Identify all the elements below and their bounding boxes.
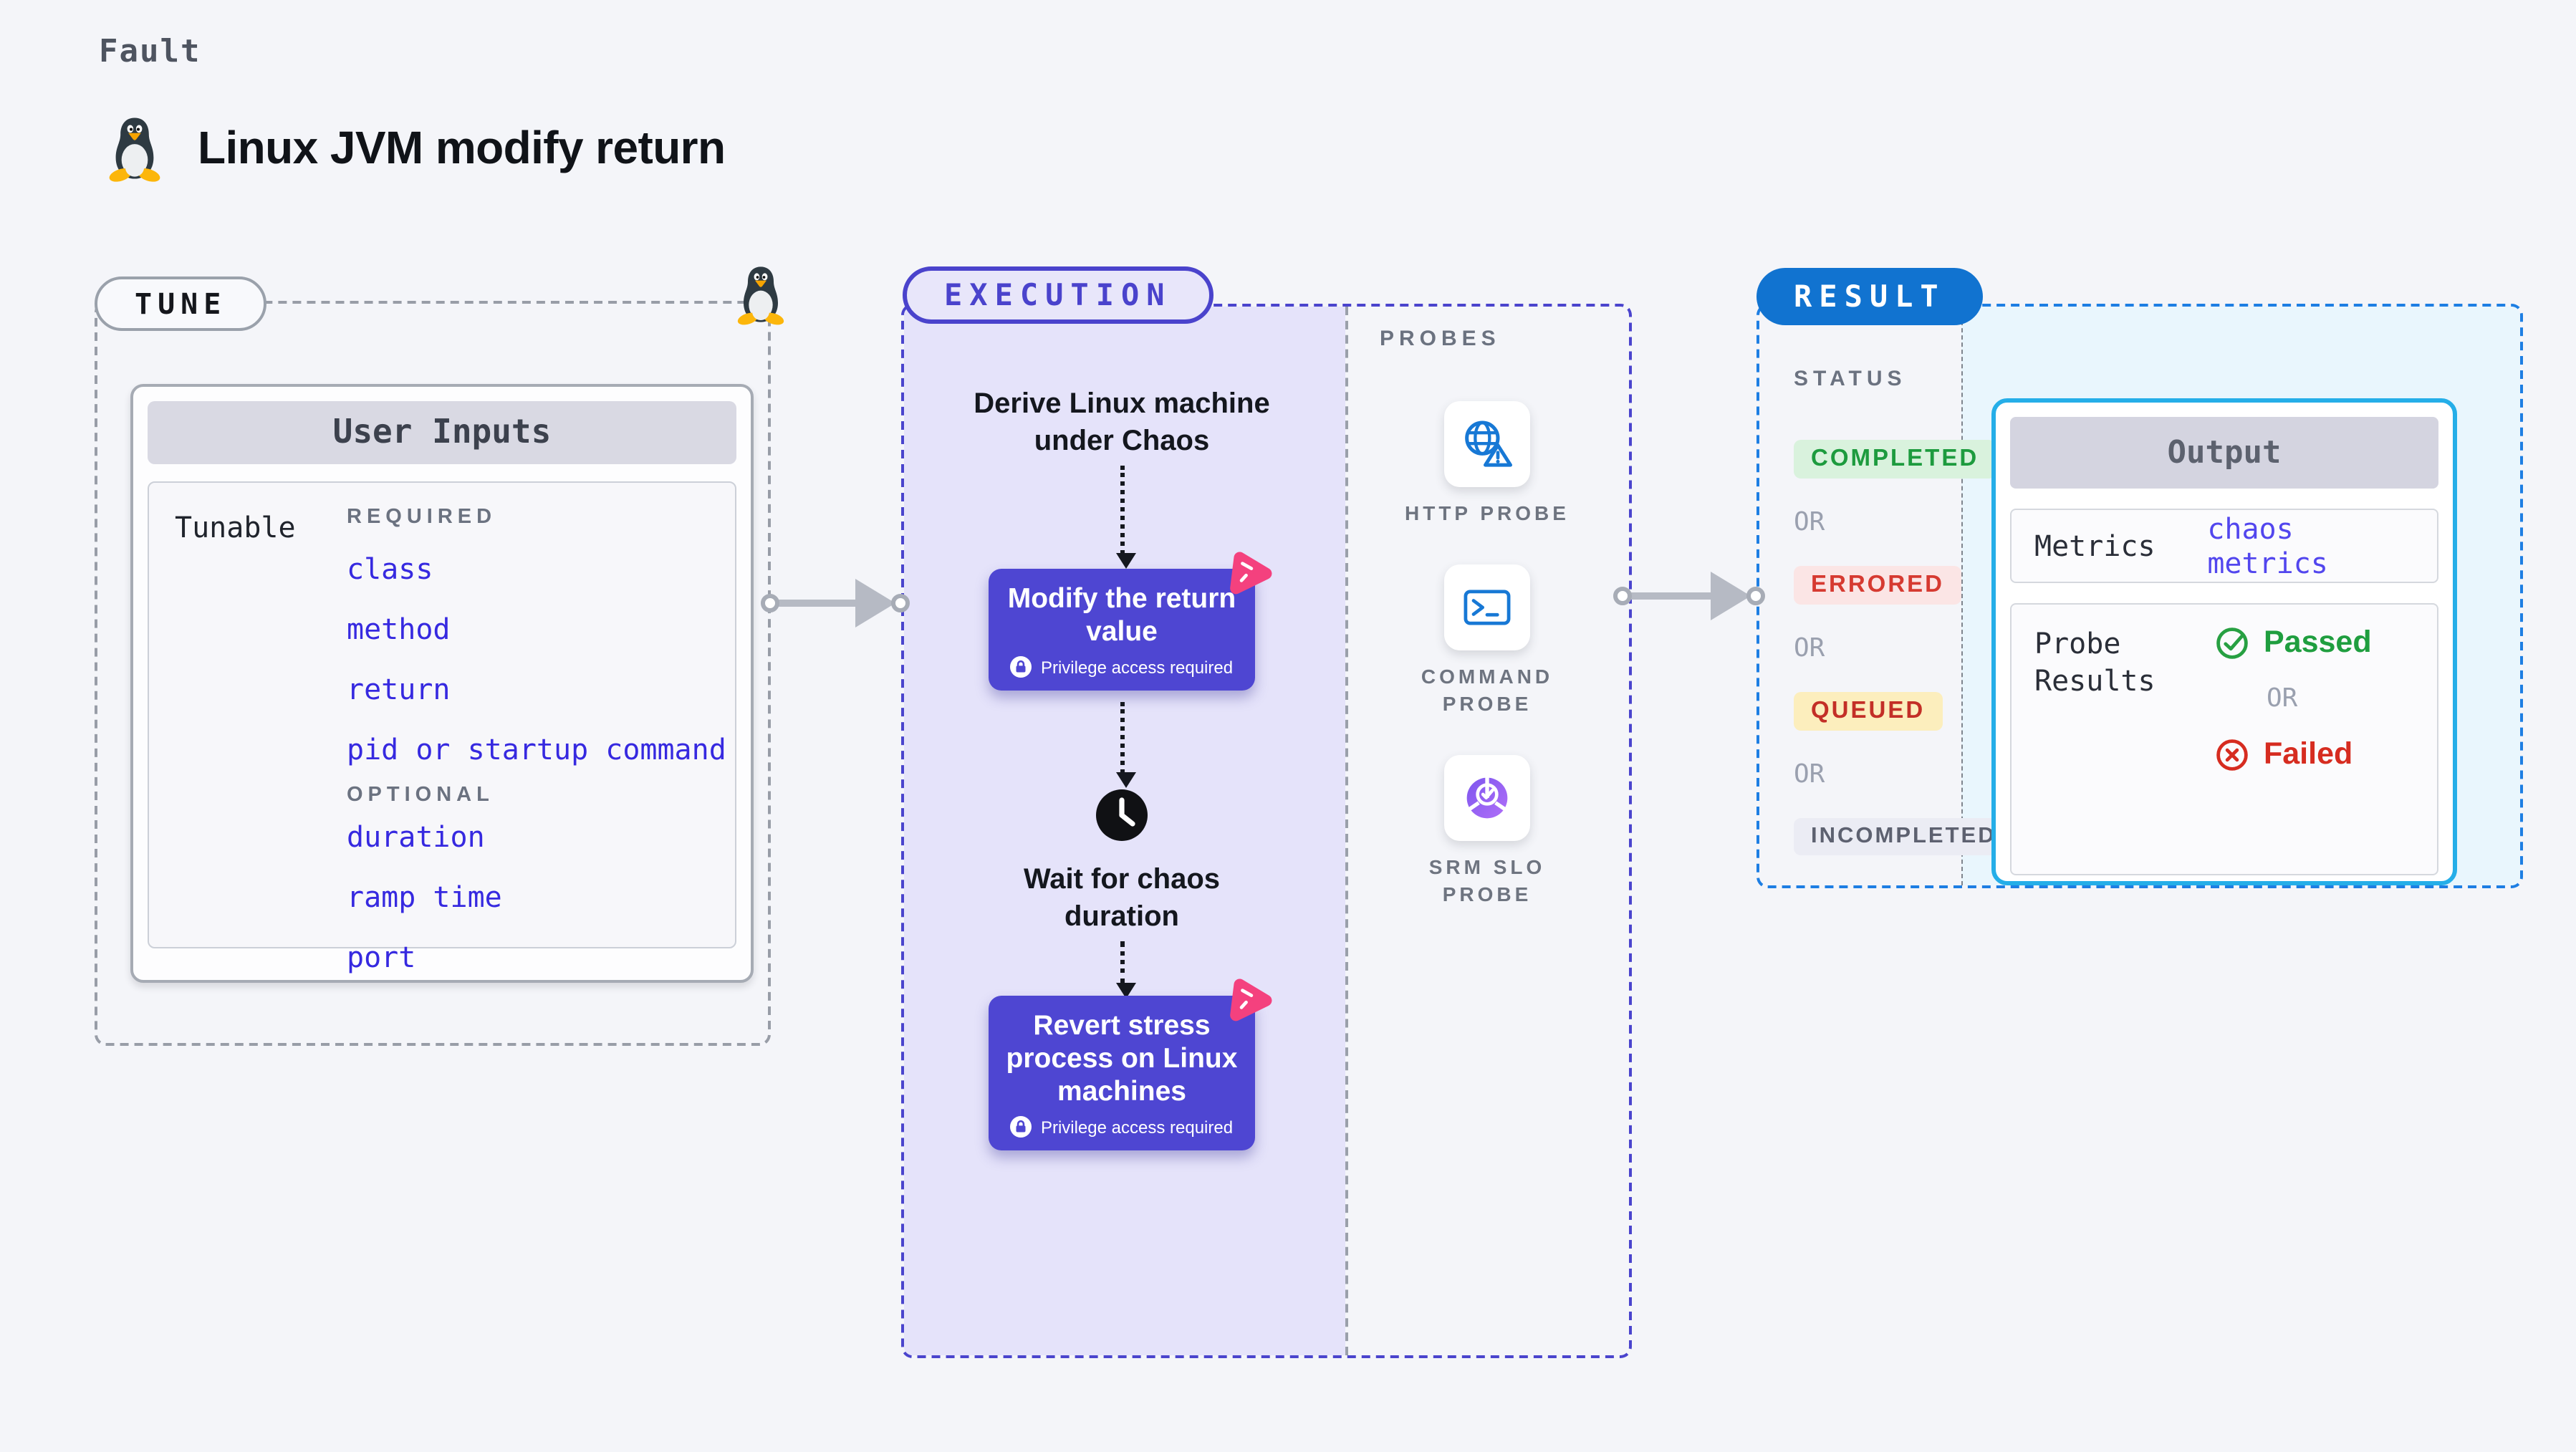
output-card: Output Metrics chaos metrics Probe Resul… (1991, 398, 2457, 885)
output-header: Output (2010, 417, 2438, 489)
privilege-note: Privilege access required (1000, 1116, 1244, 1138)
modify-return-step-box: Modify the return value Privilege access… (989, 569, 1255, 691)
tunable-item-duration: duration (347, 819, 485, 854)
privilege-note-label: Privilege access required (1040, 657, 1234, 677)
chaos-logo-icon (1221, 973, 1272, 1024)
check-circle-icon (2216, 627, 2248, 658)
connector-dot (891, 594, 910, 612)
step-title: Modify the return value (1007, 583, 1236, 648)
down-arrow-icon (1116, 941, 1136, 999)
tunable-item-return: return (347, 672, 451, 706)
globe-alert-icon (1465, 420, 1512, 467)
or-label: OR (1794, 507, 1825, 537)
status-badge-queued: QUEUED (1794, 692, 1943, 731)
arrow-line (769, 600, 858, 607)
status-label: STATUS (1794, 367, 1907, 391)
page-header: Linux JVM modify return (103, 115, 726, 182)
tux-icon (107, 117, 162, 182)
arrow-line (1622, 592, 1714, 600)
or-label: OR (1794, 759, 1825, 789)
chaos-metrics-link[interactable]: chaos metrics (2207, 511, 2328, 580)
arrow-head-icon (1711, 572, 1751, 620)
probe-results-label: Probe Results (2034, 626, 2156, 698)
down-arrow-icon (1116, 466, 1136, 569)
privilege-note-label: Privilege access required (1040, 1117, 1234, 1137)
connector-dot (1746, 587, 1765, 605)
metrics-label: Metrics (2034, 529, 2156, 563)
metrics-row: Metrics chaos metrics (2010, 509, 2438, 583)
probe-results-row: Probe Results Passed OR Failed (2010, 603, 2438, 875)
privilege-note: Privilege access required (1000, 656, 1244, 678)
x-circle-icon (2216, 739, 2248, 770)
probe-label: SRM SLO PROBE (1428, 855, 1546, 905)
required-group-label: REQUIRED (347, 506, 497, 529)
revert-stress-step-box: Revert stress process on Linux machines … (989, 996, 1255, 1150)
srm-slo-probe-card[interactable] (1444, 755, 1530, 841)
tunable-item-pid-or-startup-command: pid or startup command (347, 732, 726, 766)
step-title: Revert stress process on Linux machines (1006, 1010, 1238, 1107)
probe-label: HTTP PROBE (1405, 501, 1570, 524)
terminal-icon (1464, 590, 1511, 625)
connector-dot (1613, 587, 1632, 605)
tunable-column-label: Tunable (175, 510, 296, 544)
lock-icon (1010, 1116, 1032, 1138)
tunable-item-method: method (347, 612, 451, 646)
clock-icon (1095, 788, 1149, 850)
lock-icon (1010, 656, 1032, 678)
user-inputs-header: User Inputs (148, 401, 736, 464)
tunable-item-class: class (347, 552, 433, 586)
arrow-head-icon (855, 579, 895, 628)
probe-item-http: HTTP PROBE (1387, 401, 1587, 527)
probe-results-values: Passed OR Failed (2215, 625, 2372, 874)
http-probe-card[interactable] (1444, 401, 1530, 487)
optional-group-label: OPTIONAL (347, 784, 494, 807)
failed-label: Failed (2264, 736, 2353, 771)
tunable-item-port: port (347, 940, 416, 974)
execution-flow: Derive Linux machine under Chaos Modify … (901, 304, 1342, 1150)
tunable-items: REQUIRED class method return pid or star… (347, 506, 726, 974)
wait-step-label: Wait for chaos duration (1023, 864, 1221, 933)
probe-list: HTTP PROBE COMMAND PROBE (1342, 401, 1632, 908)
status-badge-completed: COMPLETED (1794, 440, 1996, 479)
chaos-logo-icon (1221, 546, 1272, 597)
probe-item-srm-slo: SRM SLO PROBE (1387, 755, 1587, 908)
probes-label: PROBES (1380, 327, 1501, 351)
probe-label: COMMAND PROBE (1421, 665, 1554, 715)
command-probe-card[interactable] (1444, 564, 1530, 650)
connector-dot (761, 594, 779, 612)
status-badge-incompleted: INCOMPLETED (1794, 818, 2014, 855)
passed-label: Passed (2264, 625, 2372, 659)
probes-divider (1345, 307, 1348, 1355)
probe-item-command: COMMAND PROBE (1387, 564, 1587, 718)
execution-badge: EXECUTION (903, 266, 1213, 324)
down-arrow-icon (1116, 702, 1136, 788)
user-inputs-body: Tunable REQUIRED class method return pid… (148, 481, 736, 974)
tune-to-execution-arrow (761, 577, 910, 629)
or-label: OR (1794, 633, 1825, 663)
tune-badge: TUNE (95, 277, 267, 331)
user-inputs-card: User Inputs Tunable REQUIRED class metho… (130, 384, 754, 983)
page-title: Linux JVM modify return (198, 122, 726, 173)
verdict-failed: Failed (2215, 736, 2372, 772)
execution-to-result-arrow (1613, 570, 1765, 622)
or-label: OR (2267, 683, 2298, 713)
status-badge-errored: ERRORED (1794, 566, 1962, 605)
tune-section-box (95, 301, 771, 1046)
fault-kind-label: Fault (99, 34, 201, 70)
status-divider (1961, 307, 1963, 885)
tunable-item-ramp-time: ramp time (347, 880, 502, 914)
derive-step-label: Derive Linux machine under Chaos (974, 388, 1270, 457)
verdict-passed: Passed (2215, 625, 2372, 660)
slo-donut-icon (1466, 775, 1509, 819)
tux-icon-small (736, 266, 786, 325)
result-badge: RESULT (1756, 268, 1983, 325)
probes-section: PROBES HTTP PROBE (1342, 304, 1632, 1358)
status-column: STATUS COMPLETED OR ERRORED OR QUEUED OR… (1756, 304, 2014, 855)
